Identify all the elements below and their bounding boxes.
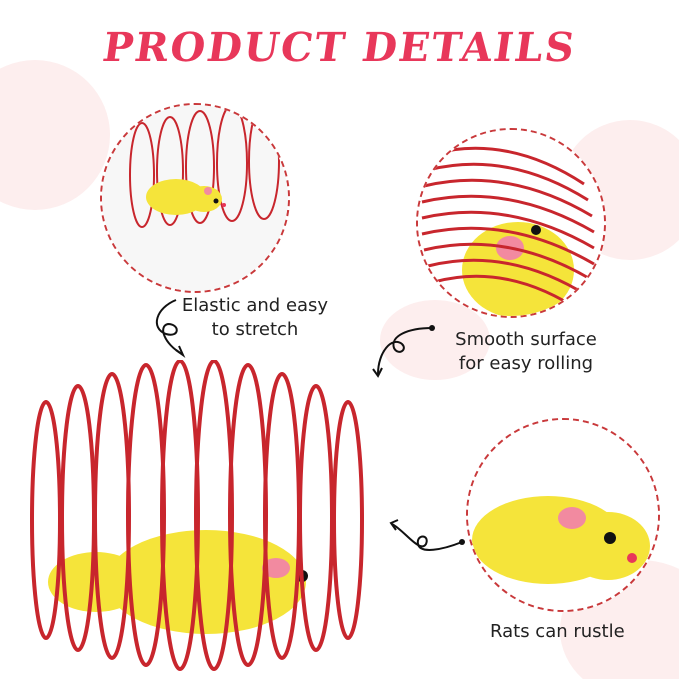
caption-stretch-line2: to stretch [211,319,299,340]
caption-rolling: Smooth surface for easy rolling [448,328,604,376]
mouse-closeup-image [468,420,658,610]
caption-rustle-line1: Rats can rustle [490,621,625,642]
detail-circle-stretch [100,103,290,293]
caption-stretch-line1: Elastic and easy [181,295,329,316]
background-blob [380,300,490,380]
background-blob [0,60,110,210]
page-title: PRODUCT DETAILS [99,24,580,71]
caption-rolling-line1: Smooth surface [455,329,597,350]
large-spring-product-image [16,360,376,678]
caption-rolling-line2: for easy rolling [458,353,594,374]
caption-rustle: Rats can rustle [490,620,640,644]
detail-circle-rustle [466,418,660,612]
detail-circle-rolling [416,128,606,318]
caption-stretch: Elastic and easy to stretch [180,294,330,342]
curly-arrow-icon [155,299,186,358]
curly-arrow-icon [389,519,465,551]
spring-closeup-image [418,130,604,316]
curly-arrow-icon [372,325,435,378]
stretched-spring-image [102,105,288,291]
